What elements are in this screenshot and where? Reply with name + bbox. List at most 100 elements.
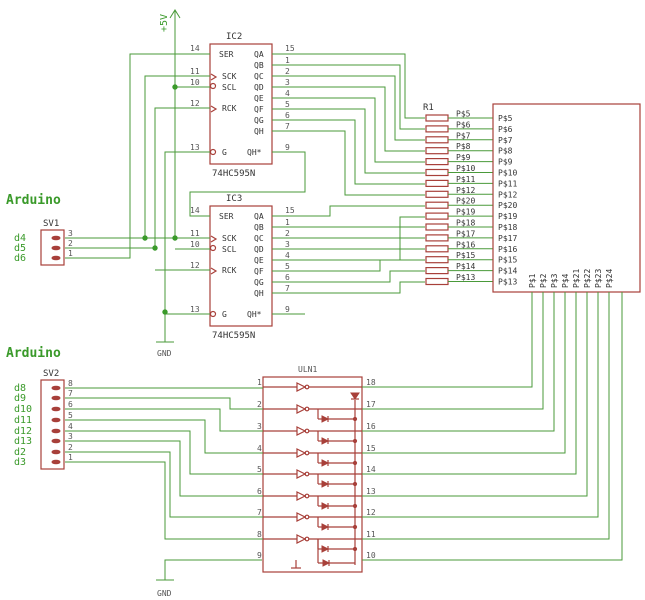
ic2-pin12-num: 12: [190, 99, 200, 108]
ic3-shift-register: IC3 74HC595N SER SCK SCL RCK G QA QB QC …: [190, 194, 295, 341]
ic3-part: 74HC595N: [212, 331, 255, 341]
connector-bottom-label-8: P$24: [605, 269, 614, 288]
ic2-pin13-num: 13: [190, 143, 200, 152]
sv1-signal-d5: d5: [14, 243, 26, 254]
ic2-pin15-num: 15: [285, 44, 295, 53]
ic2-pin-rck-name: RCK: [222, 104, 237, 113]
sv2-pin-num-7: 7: [68, 389, 73, 398]
resistor-label-8: P$12: [456, 186, 475, 195]
resistor-label-14: P$15: [456, 251, 475, 260]
ic2-qb-name: QB: [254, 61, 264, 70]
uln-channel-5: [263, 469, 362, 488]
ic2-qd-name: QD: [254, 83, 264, 92]
resistor-2: P$6: [425, 120, 493, 133]
ic3-pin7-num: 7: [285, 284, 290, 293]
ic2-ref: IC2: [226, 32, 242, 42]
ic2-pin4-num: 4: [285, 89, 290, 98]
ic2-pin2-num: 2: [285, 67, 290, 76]
uln-ref: ULN1: [298, 365, 317, 374]
connector-pin-label-5: P$9: [498, 158, 513, 167]
ic3-qhstar-name: QH*: [247, 310, 262, 319]
connector-pin-label-9: P$20: [498, 201, 517, 210]
sv2-pin-3: d13 3: [14, 432, 73, 447]
sv1-ref: SV1: [43, 219, 59, 229]
sv1-pin-num-1: 1: [68, 249, 73, 258]
sv2-pin-7: d9 7: [14, 389, 73, 404]
arduino-label-top: Arduino: [6, 193, 61, 208]
sv2-signal-d12: d12: [14, 426, 32, 437]
ic3-pin12-num: 12: [190, 261, 200, 270]
uln-right-pin-14: 14: [366, 465, 376, 474]
sv1-pin-num-3: 3: [68, 229, 73, 238]
resistor-16: P$13: [425, 273, 493, 286]
sv1-pin-3: d4 3: [14, 229, 73, 244]
ic2-pin14-num: 14: [190, 44, 200, 53]
ic2-shift-register: IC2 74HC595N SER SCK SCL RCK G QA QB QC …: [190, 32, 295, 179]
resistor-label-5: P$9: [456, 153, 471, 162]
resistor-3: P$7: [425, 131, 493, 144]
ic3-qh-name: QH: [254, 289, 264, 298]
resistor-15: P$14: [425, 262, 493, 275]
ic2-pin11-num: 11: [190, 67, 200, 76]
driver-wiring: [65, 292, 623, 561]
uln-left-pin-5: 5: [257, 465, 262, 474]
connector-pin-label-13: P$16: [498, 245, 517, 254]
connector-pin-label-6: P$10: [498, 169, 517, 178]
sv2-pin-num-6: 6: [68, 400, 73, 409]
resistor-6: P$10: [425, 164, 493, 177]
resistor-11: P$18: [425, 219, 493, 231]
ic2-pin5-num: 5: [285, 100, 290, 109]
resistor-label-13: P$16: [456, 240, 475, 249]
resistor-label-12: P$17: [456, 229, 475, 238]
uln-channel-2: [263, 404, 362, 423]
uln-right-pin-12: 12: [366, 508, 376, 517]
sv2-pin-num-3: 3: [68, 432, 73, 441]
ic3-pin2-num: 2: [285, 229, 290, 238]
resistor-13: P$16: [425, 240, 493, 253]
sv1-header: Arduino SV1 d4 3 d5 2 d6 1: [6, 193, 73, 266]
resistor-label-15: P$14: [456, 262, 475, 271]
resistor-label-4: P$8: [456, 142, 471, 151]
sv1-pin-2: d5 2: [14, 239, 73, 254]
sv2-signal-d13: d13: [14, 436, 32, 447]
connector-bottom-label-6: P$22: [583, 269, 592, 288]
uln-right-pin-15: 15: [366, 444, 376, 453]
ic3-pin10-num: 10: [190, 240, 200, 249]
ic2-pin-g-name: G: [222, 148, 227, 157]
ic3-pin3-num: 3: [285, 240, 290, 249]
resistor-14: P$15: [425, 251, 493, 264]
ic3-pin4-num: 4: [285, 251, 290, 260]
connector-pin-label-8: P$12: [498, 190, 517, 199]
ic3-pin9-num: 9: [285, 305, 290, 314]
ic3-pin6-num: 6: [285, 273, 290, 282]
connector-pin-label-10: P$19: [498, 212, 517, 221]
resistor-10: P$19: [425, 208, 493, 220]
ic2-pin7-num: 7: [285, 122, 290, 131]
ic2-qhstar-name: QH*: [247, 148, 262, 157]
sv2-signal-d9: d9: [14, 393, 26, 404]
ic2-pin-scl-name: SCL: [222, 83, 237, 92]
connector-pin-label-3: P$7: [498, 136, 513, 145]
connector-bottom-label-1: P$1: [528, 273, 537, 288]
connector-bottom-label-7: P$23: [594, 269, 603, 288]
shift-register-wiring: [65, 53, 425, 315]
ic2-pin-ser-name: SER: [219, 50, 234, 59]
sv2-signal-d3: d3: [14, 457, 26, 468]
uln-right-pin-16: 16: [366, 422, 376, 431]
ic2-pin9-num: 9: [285, 143, 290, 152]
uln-right-pin-13: 13: [366, 487, 376, 496]
ic3-qe-name: QE: [254, 256, 264, 265]
ic2-pin10-num: 10: [190, 78, 200, 87]
ic3-pin-ser-name: SER: [219, 212, 234, 221]
connector-pin-label-11: P$18: [498, 223, 517, 232]
ic3-pin11-num: 11: [190, 229, 200, 238]
uln-left-pin-9: 9: [257, 551, 262, 560]
ic2-qf-name: QF: [254, 105, 264, 114]
connector-bottom-label-4: P$4: [561, 273, 570, 288]
ic3-qd-name: QD: [254, 245, 264, 254]
sv1-signal-d4: d4: [14, 233, 26, 244]
r1-resistor-array: R1 P$5P$6P$7P$8P$9P$10P$11P$12P$20P$19P$…: [423, 103, 493, 286]
